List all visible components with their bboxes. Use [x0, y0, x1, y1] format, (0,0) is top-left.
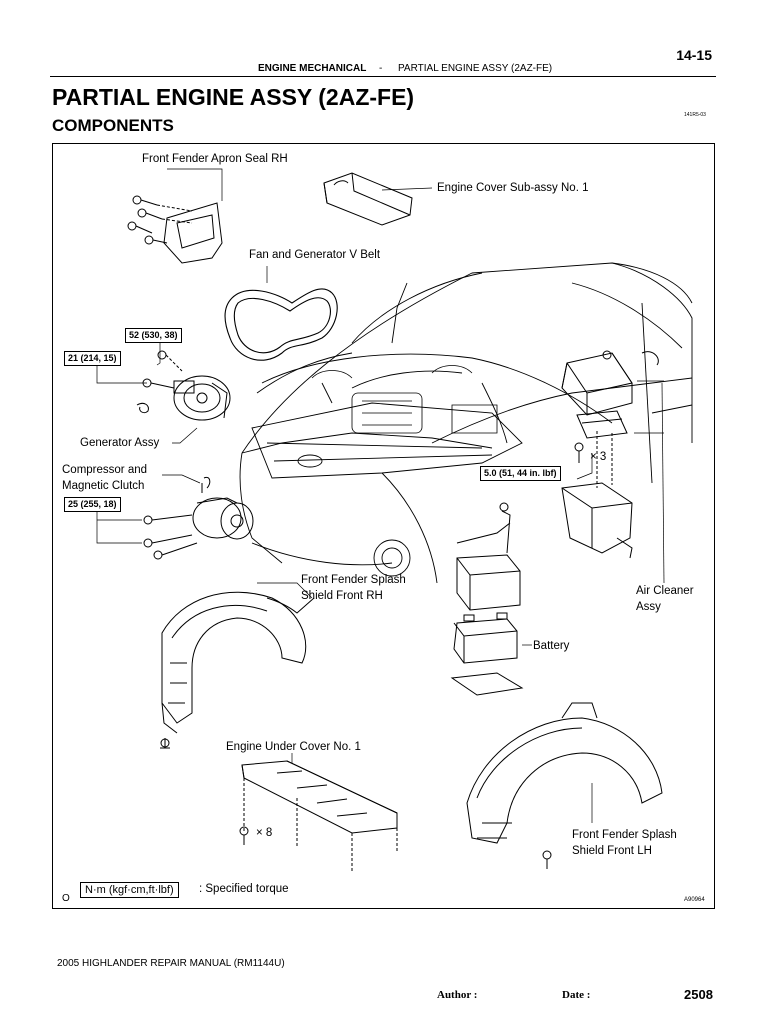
footer-manual-title: 2005 HIGHLANDER REPAIR MANUAL (RM1144U)	[57, 958, 285, 969]
label-generator: Generator Assy	[80, 437, 160, 449]
label-splash-rh-line2: Shield Front RH	[301, 590, 383, 602]
air-cleaner-drawing	[561, 350, 659, 559]
bolt-x3-drawing	[574, 442, 584, 463]
header-section: ENGINE MECHANICAL	[258, 63, 367, 74]
splash-shield-lh-drawing	[466, 702, 663, 869]
air-cleaner-leader	[661, 382, 665, 584]
quantity-x3: × 3	[590, 451, 607, 463]
header-separator: -	[379, 63, 383, 74]
compressor-leader	[162, 474, 201, 484]
legend-mark: O	[62, 893, 70, 904]
label-engine-cover: Engine Cover Sub-assy No. 1	[437, 182, 589, 194]
splash-shield-rh-drawing	[160, 591, 315, 749]
page-number: 14-15	[676, 47, 712, 63]
legend-description: : Specified torque	[199, 883, 289, 895]
label-compressor-line1: Compressor and	[62, 464, 148, 476]
fender-apron-seal-leader	[167, 168, 223, 201]
generator-leader	[172, 427, 198, 444]
label-splash-rh-line1: Front Fender Splash	[301, 574, 406, 586]
generator-drawing	[136, 350, 231, 421]
battery-drawing	[450, 502, 524, 696]
splash-shield-rh-leader	[257, 582, 313, 599]
label-air-cleaner-line1: Air Cleaner	[636, 585, 694, 597]
label-fender-apron-seal: Front Fender Apron Seal RH	[142, 153, 288, 165]
torque-box-21: 21 (214, 15)	[64, 351, 121, 366]
document-code: 141R5-03	[684, 112, 706, 118]
label-air-cleaner-line2: Assy	[636, 601, 661, 613]
figure-id: A90964	[684, 897, 705, 903]
footer-page-number: 2508	[684, 987, 713, 1002]
components-drawing	[96, 168, 693, 873]
engine-bay-drawing	[311, 365, 498, 434]
torque-box-5: 5.0 (51, 44 in. lbf)	[480, 466, 561, 481]
under-cover-drawing	[239, 760, 398, 873]
label-fan-belt: Fan and Generator V Belt	[249, 249, 381, 261]
vehicle-body-drawing	[239, 262, 693, 584]
label-under-cover: Engine Under Cover No. 1	[226, 741, 361, 753]
engine-cover-drawing	[323, 172, 413, 226]
header-subsection: PARTIAL ENGINE ASSY (2AZ-FE)	[398, 63, 553, 74]
label-compressor-line2: Magnetic Clutch	[62, 480, 145, 492]
torque-box-25: 25 (255, 18)	[64, 497, 121, 512]
torque-box-52: 52 (530, 38)	[125, 328, 182, 343]
label-splash-lh-line2: Shield Front LH	[572, 845, 652, 857]
label-battery: Battery	[533, 640, 570, 652]
label-splash-lh-line1: Front Fender Splash	[572, 829, 677, 841]
section-title: COMPONENTS	[52, 116, 174, 135]
header-rule	[50, 76, 716, 77]
v-belt-drawing	[224, 288, 338, 361]
page-title: PARTIAL ENGINE ASSY (2AZ-FE)	[52, 84, 415, 110]
footer-date-label: Date :	[562, 989, 591, 1001]
fender-apron-seal-drawing	[127, 195, 223, 264]
torque-leaders	[96, 340, 593, 544]
quantity-x8: × 8	[256, 827, 273, 839]
compressor-drawing	[143, 476, 254, 560]
engine-cover-leader	[381, 187, 433, 191]
legend-unit-box: N·m (kgf·cm,ft·lbf)	[80, 882, 179, 898]
footer-author-label: Author :	[437, 989, 478, 1001]
diagram-frame	[52, 143, 715, 909]
